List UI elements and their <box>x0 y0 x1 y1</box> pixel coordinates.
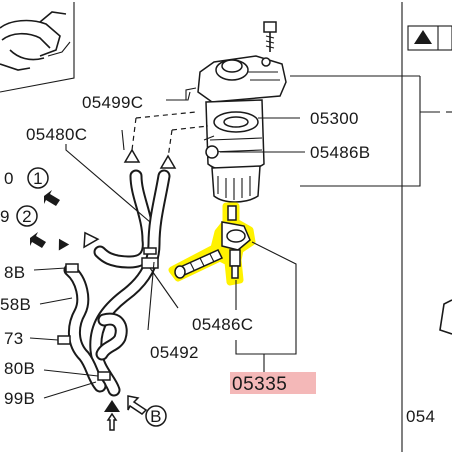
fuel-hoses <box>63 169 171 397</box>
callout-circles: 1 2 B <box>16 167 167 427</box>
label-05486b: 05486B <box>310 143 370 162</box>
clamp-icon <box>97 371 111 381</box>
label-054: 054 <box>406 407 435 426</box>
label-ref-0: 0 <box>4 169 14 188</box>
clamp-icon <box>141 257 159 269</box>
arrow-icon <box>127 395 148 415</box>
double-arrow-icon <box>44 190 60 206</box>
arrow-icon <box>106 412 118 431</box>
highlighted-fitting-05335 <box>168 202 256 286</box>
label-05499c: 05499C <box>82 93 143 112</box>
callout-circle-2 <box>16 205 38 227</box>
engine-bracket-partial <box>0 11 71 71</box>
callout-circle-b <box>145 405 167 427</box>
clamp-icon <box>57 335 71 345</box>
part-labels: 05499C 05480C 05300 05486B 05486C 05492 … <box>0 93 435 426</box>
label-ref-9: 9 <box>0 207 10 226</box>
dashed-guides <box>131 111 209 159</box>
callout-1-label: 1 <box>33 169 43 188</box>
right-edge-partials <box>439 111 452 335</box>
callout-b-label: B <box>150 407 162 426</box>
open-triangle-icon <box>159 154 177 169</box>
callout-circle-1 <box>27 167 49 189</box>
label-05492: 05492 <box>150 343 199 362</box>
clamp-icon <box>143 247 157 255</box>
label-ref-8b: 8B <box>4 263 25 282</box>
label-ref-58b: 58B <box>0 295 31 314</box>
filled-triangle-icon <box>104 400 120 412</box>
open-triangle-markers <box>83 148 177 249</box>
label-05300: 05300 <box>310 109 359 128</box>
open-triangle-icon <box>123 148 141 163</box>
direction-arrows <box>30 190 148 431</box>
part-number-highlight <box>230 372 316 394</box>
open-triangle-icon <box>83 231 100 249</box>
filled-triangle-icon <box>414 30 432 44</box>
front-marker-box <box>407 25 452 51</box>
drain-plug-icon <box>205 145 219 159</box>
label-05335: 05335 <box>232 374 287 395</box>
callout-2-label: 2 <box>22 207 32 226</box>
label-ref-73: 73 <box>4 329 24 348</box>
frame-lines <box>0 2 403 452</box>
double-arrow-icon <box>30 232 46 248</box>
bolt-icon <box>263 21 277 52</box>
filled-triangle-icon <box>58 238 70 251</box>
label-ref-99b: 99B <box>4 389 35 408</box>
label-05480c: 05480C <box>26 125 87 144</box>
clamp-icon <box>65 263 79 273</box>
fuel-filter-assembly <box>185 55 287 203</box>
label-05486c: 05486C <box>192 315 253 334</box>
label-ref-80b: 80B <box>4 359 35 378</box>
leader-lines <box>29 75 440 399</box>
